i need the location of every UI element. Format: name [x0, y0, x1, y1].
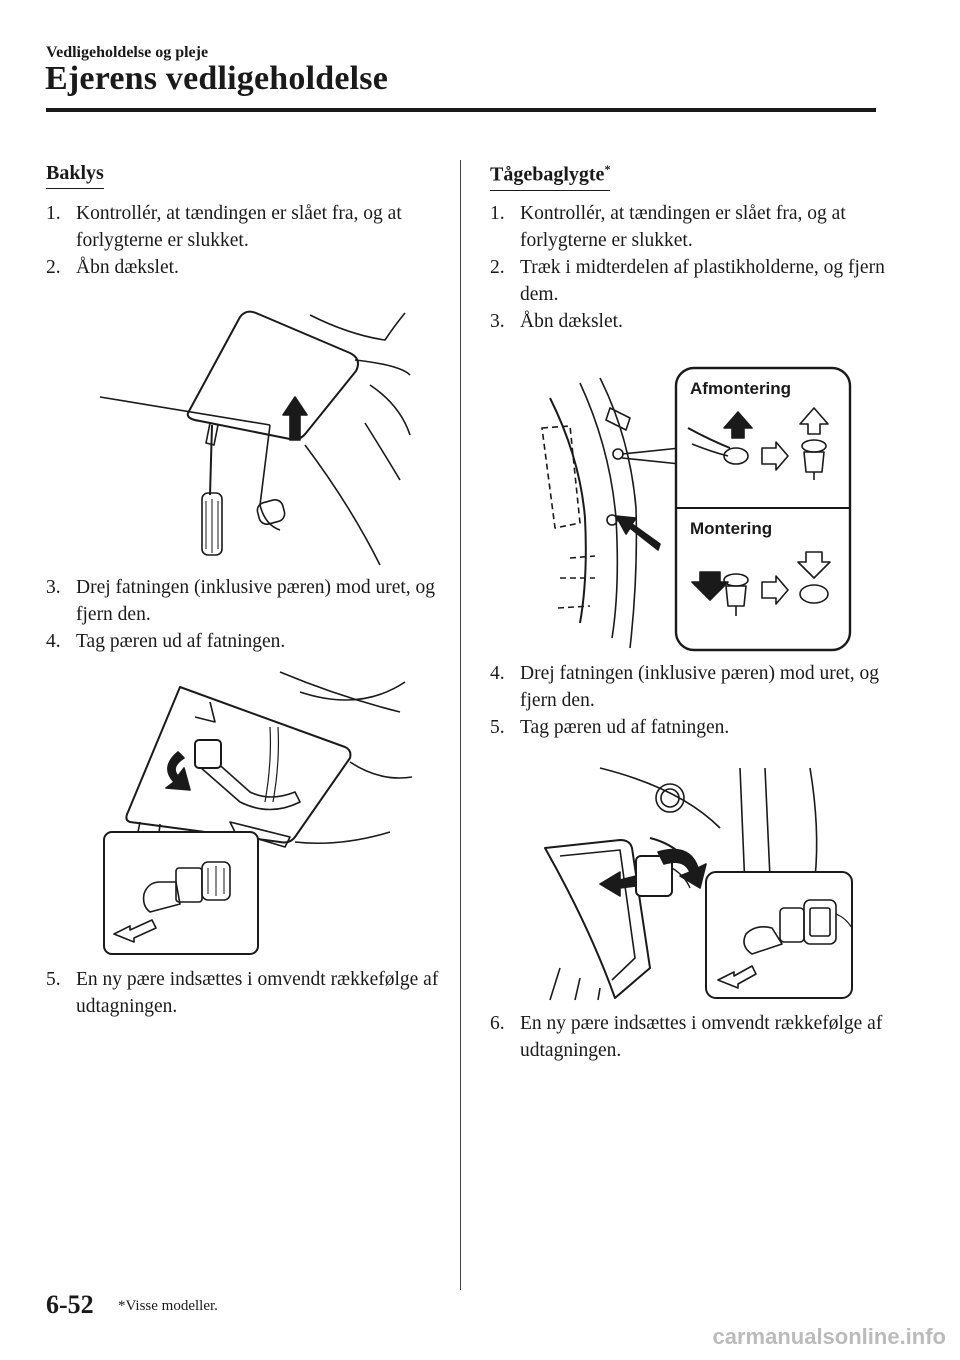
- title-rule: [46, 108, 876, 112]
- left-step-5: 5.En ny pære indsættes i omvendt rækkefø…: [46, 966, 446, 1020]
- clip-removal-figure: Afmontering Montering: [541, 366, 852, 652]
- step-item: 3.Åbn dækslet.: [490, 311, 623, 332]
- removal-label: Afmontering: [690, 379, 791, 398]
- step-item: 2.Åbn dækslet.: [46, 257, 179, 278]
- step-item: 1.Kontrollér, at tændingen er slået fra,…: [490, 203, 846, 251]
- right-heading: Tågebaglygte*: [490, 162, 611, 191]
- section-label: Vedligeholdelse og pleje: [46, 44, 209, 61]
- page-number: 6-52: [46, 1290, 94, 1319]
- fog-lamp-socket-figure: [544, 767, 853, 1001]
- left-steps-1-2: 1.Kontrollér, at tændingen er slået fra,…: [46, 200, 446, 281]
- install-label: Montering: [690, 519, 772, 538]
- watermark: carmanualsonline.info: [712, 1324, 947, 1349]
- step-item: 3.Drej fatningen (inklusive pæren) mod u…: [46, 577, 436, 625]
- left-heading: Baklys: [46, 162, 104, 189]
- right-steps-4-5: 4.Drej fatningen (inklusive pæren) mod u…: [490, 660, 890, 741]
- step-item: 1.Kontrollér, at tændingen er slået fra,…: [46, 203, 402, 251]
- step-item: 2.Træk i midterdelen af plastikholderne,…: [490, 257, 885, 305]
- cover-screwdriver-figure: [99, 310, 411, 566]
- page-title: Ejerens vedligeholdelse: [45, 60, 389, 97]
- step-item: 5.En ny pære indsættes i omvendt rækkefø…: [46, 969, 439, 1017]
- step-item: 4.Tag pæren ud af fatningen.: [46, 631, 286, 652]
- right-step-6: 6.En ny pære indsættes i omvendt rækkefø…: [490, 1010, 890, 1064]
- step-item: 4.Drej fatningen (inklusive pæren) mod u…: [490, 663, 880, 711]
- step-item: 5.Tag pæren ud af fatningen.: [490, 717, 730, 738]
- socket-rotation-figure: [103, 671, 413, 955]
- column-divider: [460, 160, 461, 1290]
- step-item: 6.En ny pære indsættes i omvendt rækkefø…: [490, 1013, 883, 1061]
- right-steps-1-3: 1.Kontrollér, at tændingen er slået fra,…: [490, 200, 890, 335]
- footnote: *Visse modeller.: [118, 1298, 218, 1314]
- left-steps-3-4: 3.Drej fatningen (inklusive pæren) mod u…: [46, 574, 446, 655]
